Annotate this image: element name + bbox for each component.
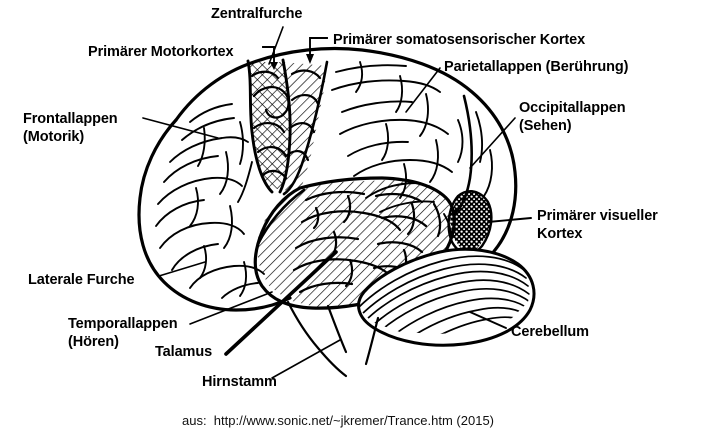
leader-zentralfurche <box>268 26 284 65</box>
brainstem <box>286 300 380 378</box>
label-cerebellum: Cerebellum <box>511 324 589 340</box>
leader-frontallappen <box>142 117 219 139</box>
lobe-boundaries <box>282 60 473 214</box>
leader-laterale-furche <box>158 261 206 277</box>
leader-cerebellum <box>469 311 507 329</box>
arrowhead-motorkortex <box>270 62 278 70</box>
leader-lines <box>142 26 532 379</box>
lateral-sulcus <box>256 188 306 246</box>
label-hirnstamm: Hirnstamm <box>202 374 277 390</box>
visual-cortex-outline <box>447 190 493 255</box>
central-sulcus <box>246 58 292 194</box>
leader-parietallappen <box>405 67 441 113</box>
label-occipitallappen: Occipitallappen (Sehen) <box>519 100 626 134</box>
leader-temporallappen <box>189 291 273 325</box>
leader-occipitallappen <box>469 117 516 169</box>
label-parietallappen: Parietallappen (Berührung) <box>444 59 629 75</box>
label-motorkortex: Primärer Motorkortex <box>88 44 234 60</box>
leader-visueller-kortex <box>487 217 532 223</box>
label-talamus: Talamus <box>155 344 213 360</box>
frontal-gyri <box>155 103 265 299</box>
label-somatosensorisch: Primärer somatosensorischer Kortex <box>333 32 586 48</box>
pointer-somatosensorisch <box>309 37 328 55</box>
arrowhead-somatosensorisch <box>306 54 314 64</box>
parietal-occipital-gyri <box>331 61 493 243</box>
pointer-motorkortex <box>262 46 275 63</box>
label-zentralfurche: Zentralfurche <box>211 6 303 22</box>
label-visueller-kortex: Primärer visueller Kortex <box>537 208 658 242</box>
leader-talamus <box>224 250 338 356</box>
label-frontallappen: Frontallappen (Motorik) <box>23 111 118 145</box>
motor-cortex-gyri <box>250 70 290 180</box>
leader-hirnstamm <box>271 339 341 379</box>
label-laterale-furche: Laterale Furche <box>28 272 135 288</box>
source-caption: aus: http://www.sonic.net/~jkremer/Tranc… <box>182 413 495 428</box>
label-temporallappen: Temporallappen (Hören) <box>68 316 178 350</box>
somatosensory-cortex-gyri <box>284 69 322 162</box>
